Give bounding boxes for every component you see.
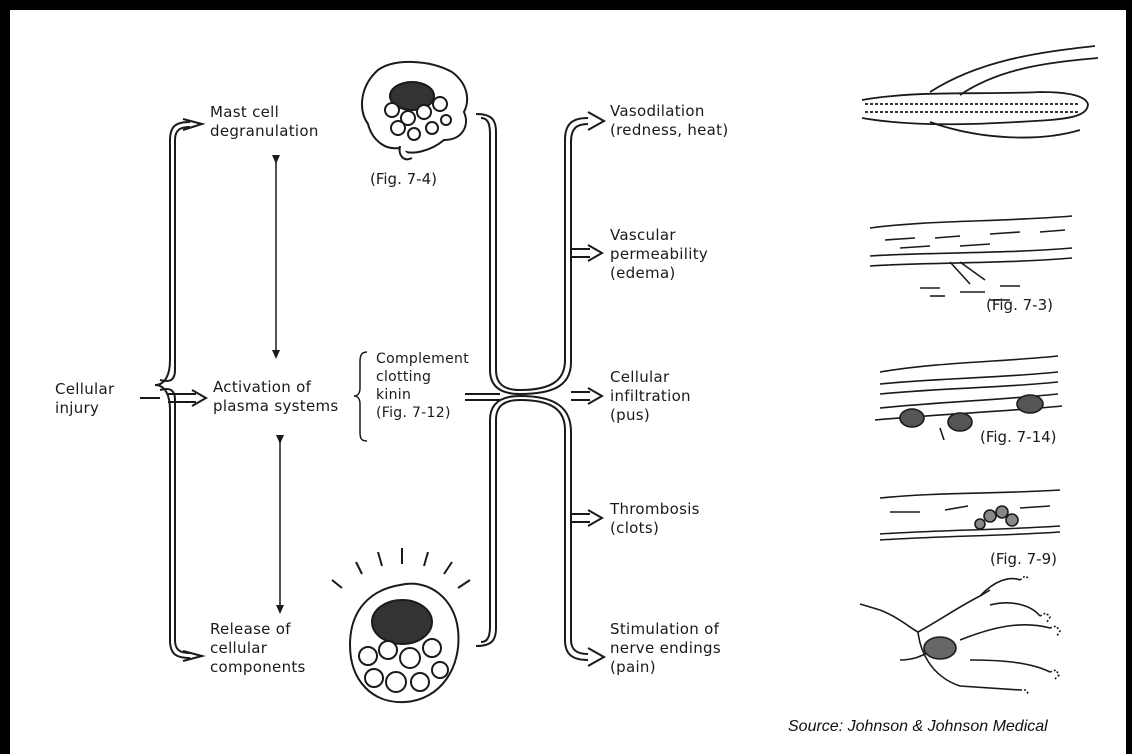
thrombosis-illustration: [880, 490, 1060, 540]
thrombosis-label: Thrombosis (clots): [610, 500, 700, 538]
nerve-ending-illustration: [860, 576, 1060, 695]
right-bracket: [520, 118, 588, 660]
left-bracket: [140, 122, 190, 658]
infiltration-figure-ref: (Fig. 7-14): [980, 428, 1057, 446]
permeability-figure-ref: (Fig. 7-3): [986, 296, 1053, 314]
vasodilation-illustration: [862, 46, 1098, 138]
convergence-bracket: [465, 114, 520, 646]
source-credit: Source: Johnson & Johnson Medical: [788, 718, 1048, 736]
plasma-systems-list: Complement clotting kinin (Fig. 7-12): [376, 350, 469, 422]
cell-release-illustration: [332, 548, 470, 702]
cellular-injury-label: Cellular injury: [55, 380, 114, 418]
nerve-stimulation-label: Stimulation of nerve endings (pain): [610, 620, 721, 677]
vasodilation-label: Vasodilation (redness, heat): [610, 102, 729, 140]
vascular-permeability-illustration: [870, 216, 1072, 300]
plasma-system-brace: [354, 352, 367, 441]
mast-cell-figure-ref: (Fig. 7-4): [370, 170, 437, 188]
mast-cell-illustration: [362, 62, 467, 159]
mast-cell-label: Mast cell degranulation: [210, 103, 319, 141]
right-arrows: [571, 112, 604, 666]
left-arrows: [168, 119, 206, 661]
vascular-permeability-label: Vascular permeability (edema): [610, 226, 708, 283]
cellular-infiltration-label: Cellular infiltration (pus): [610, 368, 691, 425]
thrombosis-figure-ref: (Fig. 7-9): [990, 550, 1057, 568]
plasma-systems-label: Activation of plasma systems: [213, 378, 339, 416]
release-label: Release of cellular components: [210, 620, 306, 677]
